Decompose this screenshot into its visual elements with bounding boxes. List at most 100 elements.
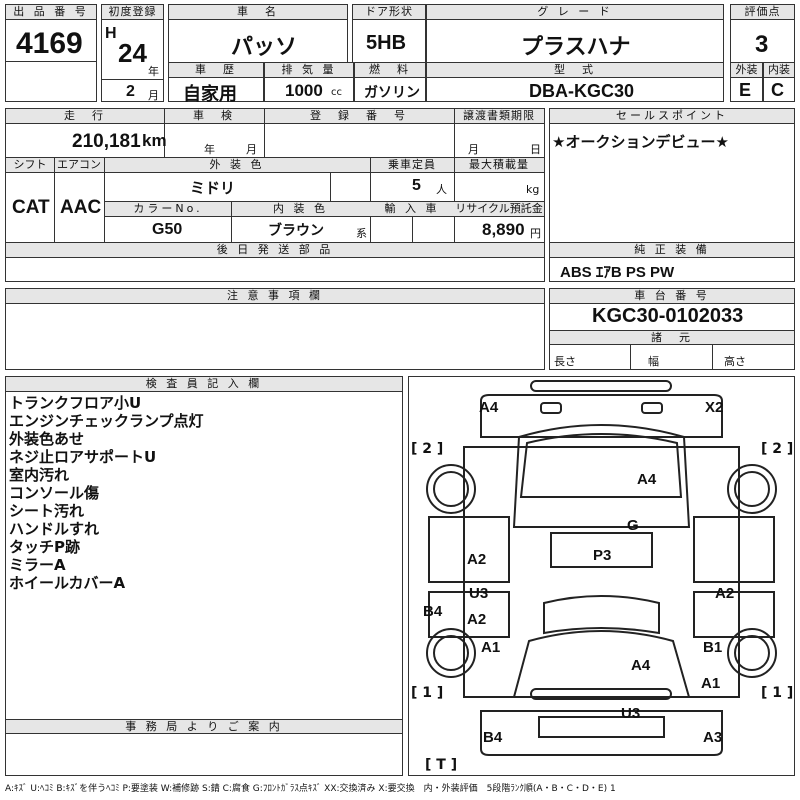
inspection-label: 車 検 <box>164 109 264 124</box>
inspector-note: シート汚れ <box>9 502 85 520</box>
displacement-unit: cc <box>331 87 342 98</box>
chassis-box: 車 台 番 号 KGC30-0102033 諸 元 長さ 幅 高さ <box>549 288 795 370</box>
inspector-note: トランクフロア小U <box>9 394 142 412</box>
car-name: パッソ <box>231 34 298 59</box>
damage-mark: B1 <box>703 639 723 656</box>
max-load-unit: kg <box>526 183 540 196</box>
inspector-note: ミラーA <box>9 556 66 574</box>
damage-mark: U3 <box>469 585 489 602</box>
damage-mark: X2 <box>705 399 724 416</box>
displacement-label: 排 気 量 <box>265 63 353 78</box>
sales-point: ★オークションデビュー★ <box>552 133 729 151</box>
history-label: 車 歴 <box>169 63 263 78</box>
marker-bottom-right: [ 1 ] <box>761 685 794 701</box>
registration-month: 2 <box>126 83 135 100</box>
inspector-note: ハンドルすれ <box>9 520 100 538</box>
car-diagram-box: [ 2 ] [ 2 ] [ 1 ] [ 1 ] [ T ] A4 X2 A4 G… <box>408 376 795 776</box>
damage-mark: A4 <box>637 471 657 488</box>
capacity-unit: 人 <box>436 183 449 196</box>
fuel-label: 燃 料 <box>355 63 425 78</box>
year-unit: 年 <box>148 65 161 78</box>
damage-mark: A4 <box>631 657 651 674</box>
notes-box: 注 意 事 項 欄 <box>5 288 545 370</box>
damage-mark: A2 <box>467 551 487 568</box>
interior-grade: C <box>771 80 784 100</box>
shift: CAT <box>12 197 50 218</box>
era: H <box>105 25 117 42</box>
inspector-note: コンソール傷 <box>9 484 100 502</box>
damage-mark: A1 <box>481 639 501 656</box>
transfer-deadline-label: 譲渡書類期限 <box>454 109 544 124</box>
door-type-box: ドア形状 5HB <box>352 4 426 64</box>
specs-block: 走 行 車 検 登 録 番 号 譲渡書類期限 210,181 km 年 月 月 … <box>5 108 545 282</box>
damage-mark: U3 <box>621 705 641 722</box>
sales-point-box: セールスポイント ★オークションデビュー★ <box>549 108 795 254</box>
length-label: 長さ <box>554 355 576 368</box>
marker-top-left: [ 2 ] <box>411 441 444 457</box>
car-diagram-svg <box>426 380 777 756</box>
transfer-month-unit: 月 <box>468 143 481 156</box>
inspector-notes: トランクフロア小U エンジンチェックランプ点灯 外装色あせ ネジ止ロアサポートU… <box>9 394 204 592</box>
chassis-number: KGC30-0102033 <box>592 305 744 327</box>
grade: プラスハナ <box>521 34 631 59</box>
mileage: 210,181 <box>72 131 141 152</box>
interior-color-label: 内 装 色 <box>231 202 370 217</box>
damage-mark: B4 <box>423 603 443 620</box>
exterior-grade: E <box>739 80 752 100</box>
capacity: 5 <box>412 177 421 194</box>
damage-mark: A2 <box>467 611 487 628</box>
mileage-label: 走 行 <box>6 109 164 124</box>
first-registration-label: 初度登録 <box>102 5 163 20</box>
damage-mark: A1 <box>701 675 721 692</box>
damage-mark: P3 <box>593 547 612 564</box>
recycle-deposit: 8,890 <box>482 220 525 239</box>
exterior-color: ミドリ <box>190 180 236 197</box>
office-notice-label: 事 務 局 よ り ご 案 内 <box>6 719 402 734</box>
mileage-unit: km <box>142 131 167 150</box>
damage-mark: G <box>627 517 639 534</box>
lot-number-label: 出 品 番 号 <box>6 5 96 20</box>
capacity-label: 乗車定員 <box>370 158 454 173</box>
interior-color: ブラウン <box>268 222 324 238</box>
fuel: ガソリン <box>364 84 420 100</box>
damage-mark: B4 <box>483 729 503 746</box>
recycle-unit: 円 <box>530 227 541 240</box>
shift-label: シフト <box>6 158 54 173</box>
fuel-box: 燃 料 ガソリン <box>354 62 426 102</box>
marker-bottom: [ T ] <box>425 757 458 773</box>
registration-year: 24 <box>118 38 147 68</box>
transfer-day-unit: 日 <box>530 143 543 156</box>
inspector-label: 検 査 員 記 入 欄 <box>6 377 402 392</box>
damage-mark: A4 <box>479 399 499 416</box>
marker-top-right: [ 2 ] <box>761 441 794 457</box>
dimensions-label: 諸 元 <box>550 330 794 345</box>
equipment: ABS ｴｱB PS PW <box>560 264 675 281</box>
recycle-label: リサイクル預託金 <box>454 202 544 217</box>
marker-bottom-left: [ 1 ] <box>411 685 444 701</box>
import-label: 輸 入 車 <box>370 202 454 217</box>
history: 自家用 <box>183 84 237 104</box>
chassis-label: 車 台 番 号 <box>550 289 794 304</box>
interior-grade-label: 内装 <box>764 63 794 78</box>
grade-box: グ レ ー ド プラスハナ <box>426 4 724 64</box>
inspector-note: エンジンチェックランプ点灯 <box>9 412 204 430</box>
interior-color-unit: 系 <box>356 227 367 240</box>
ac: AAC <box>60 197 102 218</box>
inspector-note: 室内汚れ <box>9 466 70 484</box>
displacement: 1000 <box>285 81 323 100</box>
damage-mark: A2 <box>715 585 735 602</box>
first-registration-box: 初度登録 H 24 年 2 月 <box>101 4 164 102</box>
door-type-label: ドア形状 <box>353 5 425 20</box>
inspection-year-unit: 年 <box>204 143 217 156</box>
damage-mark: A3 <box>703 729 723 746</box>
car-name-box: 車 名 パッソ <box>168 4 348 64</box>
inspector-note: ホイールカバーA <box>9 574 126 592</box>
model-label: 型 式 <box>427 63 723 78</box>
history-box: 車 歴 自家用 <box>168 62 264 104</box>
door-type: 5HB <box>366 32 407 54</box>
lot-number: 4169 <box>16 27 83 60</box>
month-unit: 月 <box>148 89 161 102</box>
max-load-label: 最大積載量 <box>454 158 544 173</box>
score: 3 <box>755 31 769 58</box>
car-name-label: 車 名 <box>169 5 347 20</box>
